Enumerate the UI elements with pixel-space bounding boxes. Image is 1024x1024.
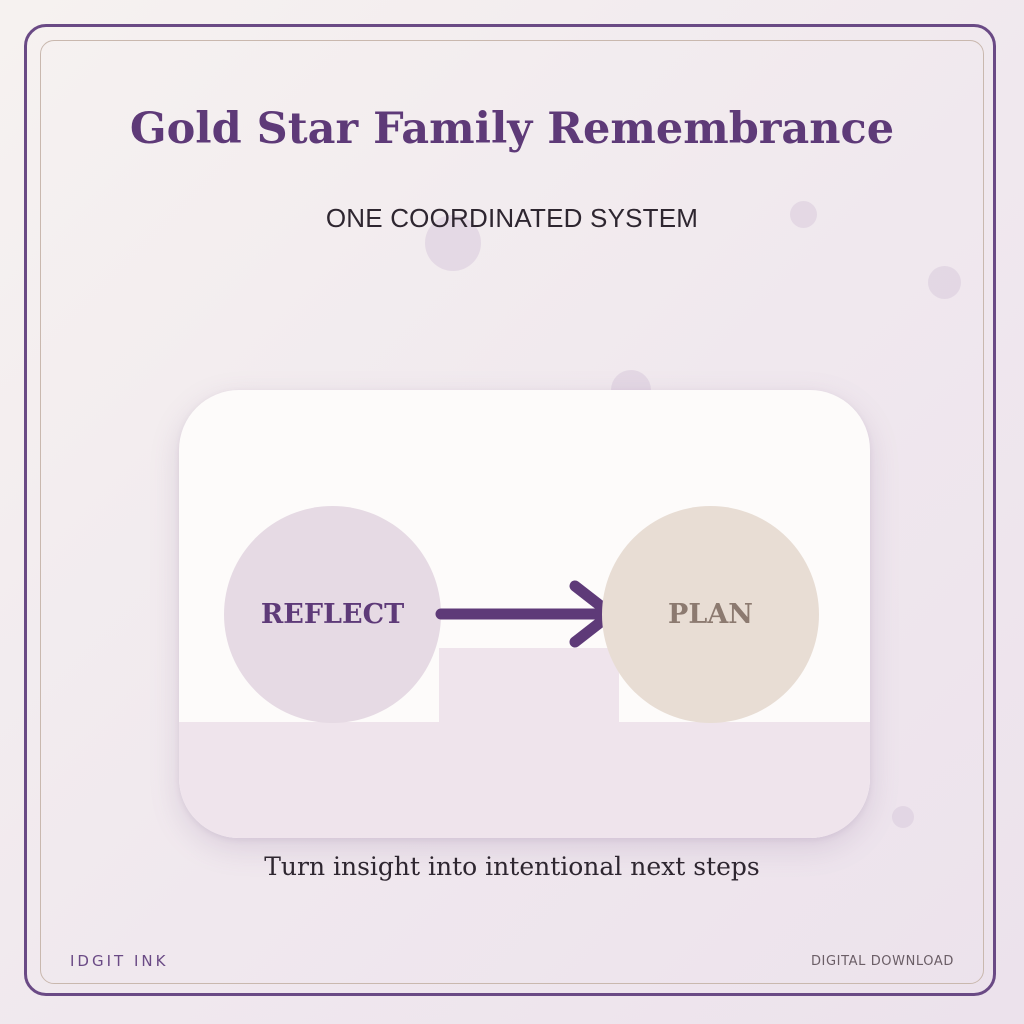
decorative-dot [425,215,481,271]
arrow-right-icon [435,580,617,648]
card-band [179,722,870,838]
reflect-label: REFLECT [260,599,405,630]
card-band-accent [439,648,619,722]
digital-download-label: DIGITAL DOWNLOAD [810,954,954,969]
brand-label: IDGIT INK [70,952,169,970]
decorative-dot [790,201,817,228]
decorative-dot [928,266,961,299]
reflect-node: REFLECT [224,506,441,723]
page-title: Gold Star Family Remembrance [129,104,895,154]
tagline: Turn insight into intentional next steps [264,852,760,881]
inner-frame [40,40,984,984]
decorative-dot [892,806,914,828]
page-subtitle: ONE COORDINATED SYSTEM [325,203,699,233]
outer-frame [24,24,996,996]
plan-label: PLAN [668,599,753,630]
plan-node: PLAN [602,506,819,723]
